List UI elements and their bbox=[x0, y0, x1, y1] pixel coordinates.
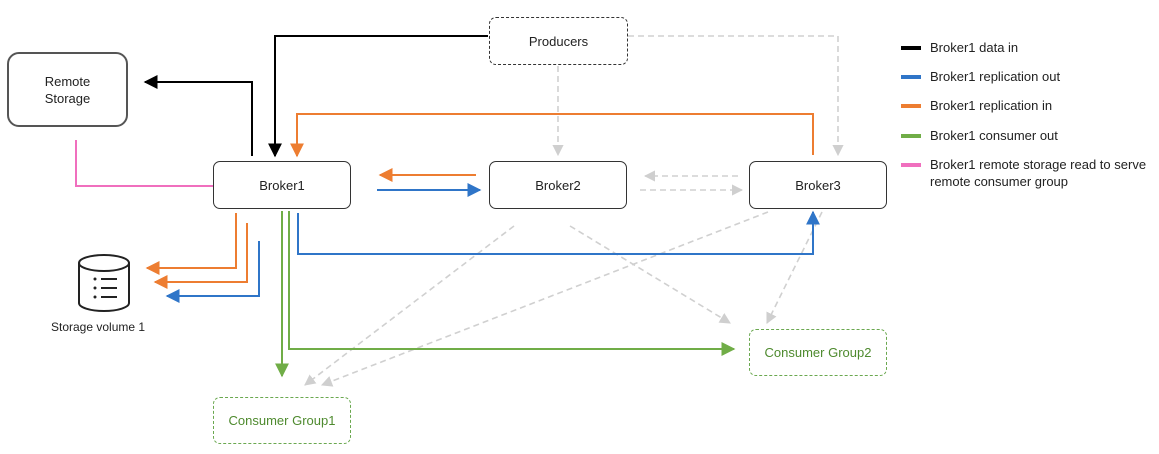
legend-swatch bbox=[901, 46, 921, 50]
arrow-broker1-to-remote-storage bbox=[143, 75, 253, 156]
legend-label: Broker1 replication in bbox=[930, 98, 1053, 113]
arrow-broker3-to-consumer-group1 bbox=[320, 211, 769, 387]
legend-label: Broker1 consumer out bbox=[930, 128, 1058, 143]
storage-volume-label: Storage volume 1 bbox=[51, 320, 146, 334]
arrow-producers-to-broker3 bbox=[628, 35, 844, 157]
legend-item-consumer-out: Broker1 consumer out bbox=[901, 127, 1151, 144]
arrow-broker2-to-consumer-group2 bbox=[569, 225, 731, 324]
arrow-remote-storage-to-broker1 bbox=[75, 140, 232, 193]
consumer-group2-node: Consumer Group2 bbox=[749, 329, 887, 376]
database-icon bbox=[78, 254, 130, 312]
arrow-broker3-to-broker1-replication bbox=[290, 113, 814, 158]
arrow-broker1-to-broker3-replication bbox=[297, 210, 820, 255]
broker1-node: Broker1 bbox=[213, 161, 351, 209]
legend-swatch bbox=[901, 163, 921, 167]
consumer-group1-node: Consumer Group1 bbox=[213, 397, 351, 444]
arrow-broker1-to-consumer-group2 bbox=[288, 211, 736, 356]
legend-swatch bbox=[901, 104, 921, 108]
legend-label: Broker1 remote storage read to serve rem… bbox=[930, 157, 1147, 189]
arrow-broker1-to-storage-replication-out bbox=[165, 241, 260, 303]
legend-item-replication-in: Broker1 replication in bbox=[901, 97, 1151, 114]
broker3-node: Broker3 bbox=[749, 161, 887, 209]
arrow-producers-to-broker1 bbox=[268, 35, 488, 158]
remote-storage-node: Remote Storage bbox=[7, 52, 128, 127]
arrow-broker1-to-storage-replication-in-a bbox=[145, 213, 237, 275]
broker2-node: Broker2 bbox=[489, 161, 627, 209]
legend-label: Broker1 replication out bbox=[930, 69, 1061, 84]
arrow-broker2-to-consumer-group1 bbox=[304, 225, 515, 386]
legend-item-remote-read: Broker1 remote storage read to serve rem… bbox=[901, 156, 1151, 190]
legend-item-data-in: Broker1 data in bbox=[901, 39, 1151, 56]
producers-node: Producers bbox=[489, 17, 628, 65]
legend-item-replication-out: Broker1 replication out bbox=[901, 68, 1151, 85]
arrow-broker1-to-storage-replication-in-b bbox=[153, 223, 248, 289]
legend-label: Broker1 data in bbox=[930, 40, 1019, 55]
legend-swatch bbox=[901, 75, 921, 79]
legend-swatch bbox=[901, 134, 921, 138]
